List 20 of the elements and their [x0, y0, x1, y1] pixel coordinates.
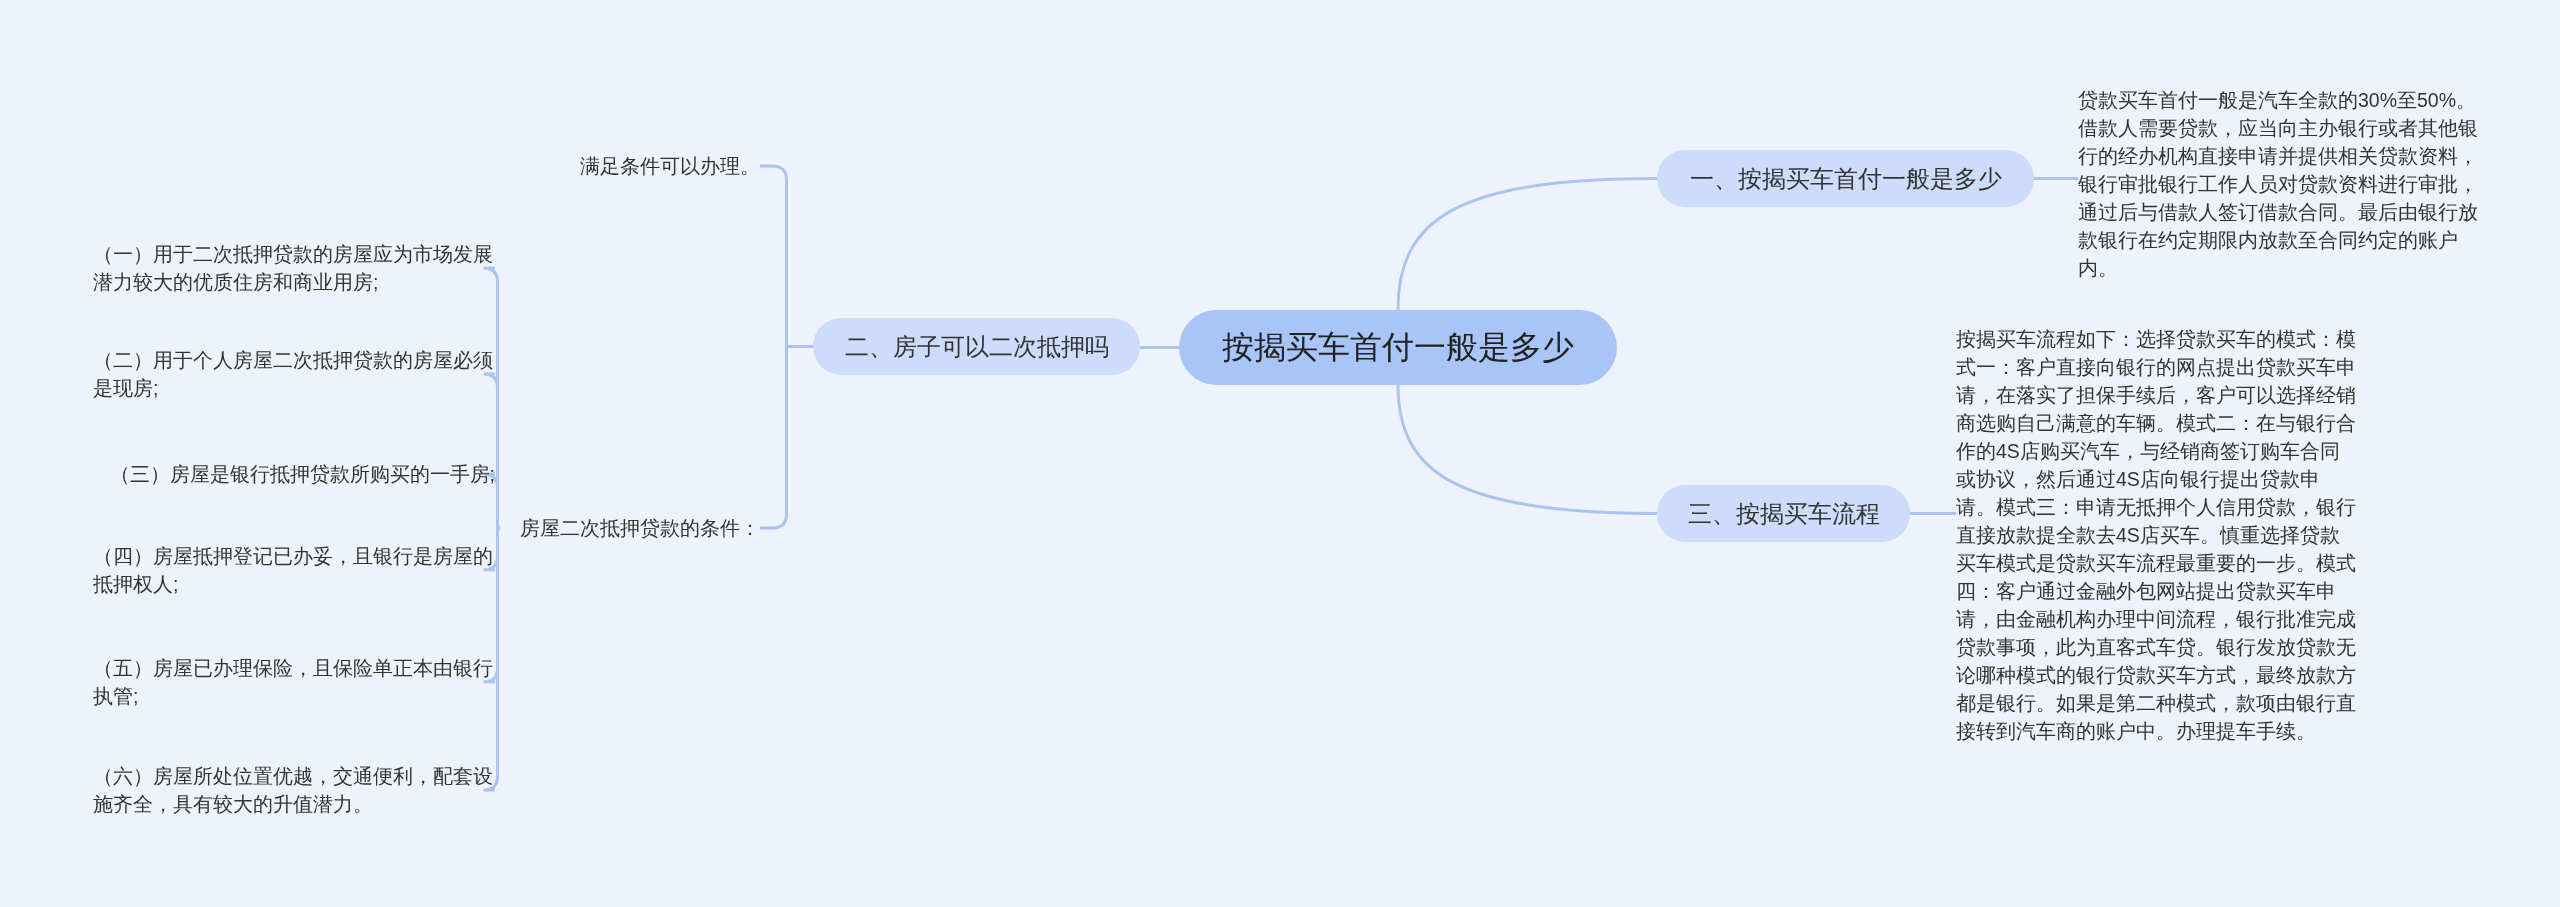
central-topic-box: 按揭买车首付一般是多少	[1179, 310, 1617, 385]
connector-line	[1910, 512, 1956, 515]
connector-line	[1140, 346, 1179, 349]
list-item-text: （二）用于个人房屋二次抵押贷款的房屋必须是现房;	[93, 346, 495, 402]
connector-line	[2034, 177, 2078, 180]
connector-line	[482, 472, 501, 530]
topic-box: 一、按揭买车首付一般是多少	[1657, 150, 2034, 207]
note-text: 按揭买车流程如下：选择贷款买车的模式：模式一：客户直接向银行的网点提出贷款买车申请，在落实了担保手续后，客户可以选择经销商选购自己满意的车辆。模式二：在与银行合作的4S店购买汽车，与经销商签订购车合同或协议，然后通过4S店向银行提出贷款申请。模式三：申请无抵押个人信用贷款，银行直接放款提全款去4S店买车。慎重选择贷款买车模式是贷款买车流程最重要的一步。模式四：客户通过金融外包网站提出贷款买车申请，由金融机构办理中间流程，银行批准完成贷款事项，此为直客式车贷。银行发放贷款无论哪种模式的银行贷款买车方式，最终放款方都是银行。如果是第二种模式，款项由银行直接转到汽车商的账户中。办理提车手续。	[1956, 325, 2356, 745]
note-text: 贷款买车首付一般是汽车全款的30%至50%。借款人需要贷款，应当向主办银行或者其他银行的经办机构直接申请并提供相关贷款资料，银行审批银行工作人员对贷款资料进行审批，通过后与借款人签订借款合同。最后由银行放款银行在约定期限内放款至合同约定的账户内。	[2078, 86, 2482, 282]
connector-line	[1396, 177, 1658, 311]
subtopic-text: 房屋二次抵押贷款的条件：	[500, 514, 760, 542]
connector-line	[1396, 384, 1658, 515]
topic-box: 三、按揭买车流程	[1657, 485, 1910, 542]
list-item-text: （一）用于二次抵押贷款的房屋应为市场发展潜力较大的优质住房和商业用房;	[93, 240, 495, 296]
subtopic-text: 满足条件可以办理。	[560, 152, 760, 180]
list-item-text: （六）房屋所处位置优越，交通便利，配套设施齐全，具有较大的升值潜力。	[93, 762, 495, 818]
list-item-text: （五）房屋已办理保险，且保险单正本由银行执管;	[93, 654, 495, 710]
topic-box: 二、房子可以二次抵押吗	[813, 318, 1140, 375]
list-item-text: （三）房屋是银行抵押贷款所购买的一手房;	[93, 460, 495, 488]
list-item-text: （四）房屋抵押登记已办妥，且银行是房屋的抵押权人;	[93, 542, 495, 598]
